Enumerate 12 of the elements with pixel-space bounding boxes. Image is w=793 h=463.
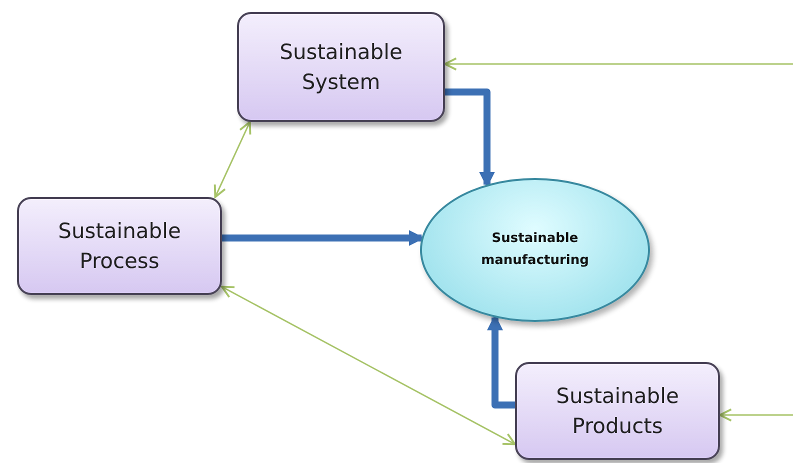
process-box xyxy=(515,362,720,460)
arrow xyxy=(214,121,252,198)
node-label: Sustainable Products xyxy=(555,382,680,440)
thick-arrow xyxy=(445,88,495,188)
process-box xyxy=(17,197,222,295)
arrow xyxy=(719,408,793,422)
node-label: Sustainable manufacturing xyxy=(480,230,590,270)
node-label: Sustainable Process xyxy=(57,218,182,275)
process-box xyxy=(237,12,445,122)
arrow xyxy=(221,286,516,446)
arrow xyxy=(444,57,793,71)
node-label: Sustainable System xyxy=(278,38,404,96)
